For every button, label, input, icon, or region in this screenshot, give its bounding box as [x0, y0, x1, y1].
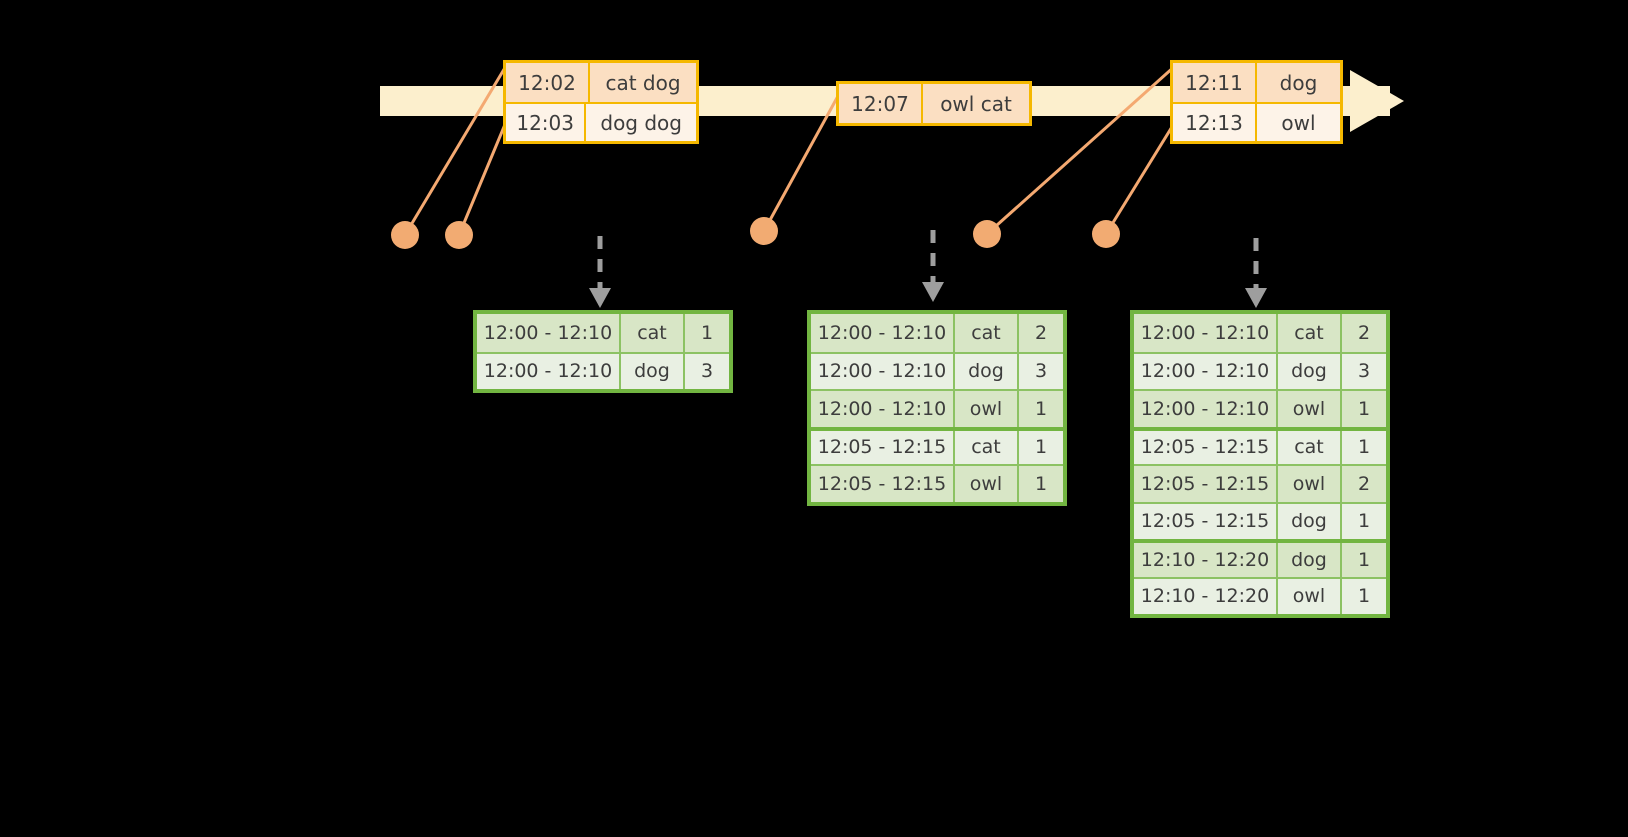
word-key-cell: dog [1278, 503, 1342, 539]
word-key-cell: owl [1278, 391, 1342, 427]
word-key-cell: cat [955, 314, 1019, 352]
word-key-cell: cat [1278, 430, 1342, 464]
event-time: 12:03 [506, 104, 587, 141]
count-cell: 1 [1357, 397, 1371, 420]
count-cell: 2 [1357, 321, 1371, 344]
word-key-cell: cat [955, 430, 1019, 464]
event-payload: cat dog [605, 70, 681, 95]
event-group-2[interactable]: 12:07 owl cat [836, 81, 1032, 126]
event-dot-4 [973, 220, 1001, 248]
count-cell: 1 [1357, 510, 1371, 533]
word-key-cell: dog [1278, 353, 1342, 389]
event-row[interactable]: 12:07 owl cat [839, 84, 1029, 123]
count-cell: 1 [1357, 436, 1371, 459]
event-row[interactable]: 12:02 cat dog [506, 63, 696, 102]
flow-arrows [597, 230, 1259, 288]
flow-arrow-heads [589, 282, 1267, 308]
event-payload: owl cat [940, 91, 1012, 116]
event-time: 12:07 [839, 84, 923, 123]
window-range-cell: 12:10 - 12:20 [1134, 578, 1278, 614]
event-dot-3 [750, 217, 778, 245]
word-key-cell: owl [1278, 466, 1342, 502]
count-cell: 1 [1034, 472, 1048, 495]
event-time: 12:02 [506, 63, 590, 102]
window-range-cell: 12:00 - 12:10 [477, 314, 621, 352]
event-payload: owl [1281, 110, 1316, 135]
count-cell: 1 [1034, 397, 1048, 420]
count-cell: 1 [1357, 585, 1371, 608]
event-group-1[interactable]: 12:02 cat dog 12:03 dog dog [503, 60, 699, 144]
window-range-cell: 12:00 - 12:10 [811, 314, 955, 352]
word-key-cell: owl [955, 391, 1019, 427]
event-dot-1 [391, 221, 419, 249]
word-key-cell: cat [1278, 314, 1342, 352]
count-cell: 1 [1357, 548, 1371, 571]
count-cell: 3 [1357, 360, 1371, 383]
word-key-cell: owl [1278, 578, 1342, 614]
window-range-cell: 12:00 - 12:10 [811, 391, 955, 427]
word-key-cell: dog [1278, 543, 1342, 577]
window-range-cell: 12:05 - 12:15 [811, 430, 955, 464]
word-key-cell: owl [955, 466, 1019, 502]
window-range-cell: 12:05 - 12:15 [1134, 430, 1278, 464]
event-row[interactable]: 12:03 dog dog [506, 102, 696, 141]
window-range-cell: 12:00 - 12:10 [1134, 314, 1278, 352]
event-row[interactable]: 12:13 owl [1173, 102, 1340, 141]
event-time: 12:13 [1173, 104, 1257, 141]
word-key-cell: dog [955, 353, 1019, 389]
window-range-cell: 12:00 - 12:10 [1134, 353, 1278, 389]
word-key-cell: dog [621, 353, 685, 389]
count-cell: 3 [1034, 360, 1048, 383]
window-range-cell: 12:05 - 12:15 [1134, 503, 1278, 539]
window-range-cell: 12:00 - 12:10 [811, 353, 955, 389]
event-payload: dog dog [600, 110, 682, 135]
event-dot-2 [445, 221, 473, 249]
event-time: 12:11 [1173, 63, 1257, 102]
count-cell: 1 [700, 321, 714, 344]
count-cell: 1 [1034, 436, 1048, 459]
event-group-3[interactable]: 12:11 dog 12:13 owl [1170, 60, 1343, 144]
event-dots [391, 217, 1120, 249]
window-range-cell: 12:00 - 12:10 [1134, 391, 1278, 427]
event-dot-5 [1092, 220, 1120, 248]
window-range-cell: 12:05 - 12:15 [1134, 466, 1278, 502]
window-range-cell: 12:10 - 12:20 [1134, 543, 1278, 577]
count-cell: 3 [700, 360, 714, 383]
window-range-cell: 12:00 - 12:10 [477, 353, 621, 389]
count-cell: 2 [1357, 472, 1371, 495]
event-row[interactable]: 12:11 dog [1173, 63, 1340, 102]
event-payload: dog [1279, 70, 1318, 95]
word-key-cell: cat [621, 314, 685, 352]
count-cell: 2 [1034, 321, 1048, 344]
window-range-cell: 12:05 - 12:15 [811, 466, 955, 502]
